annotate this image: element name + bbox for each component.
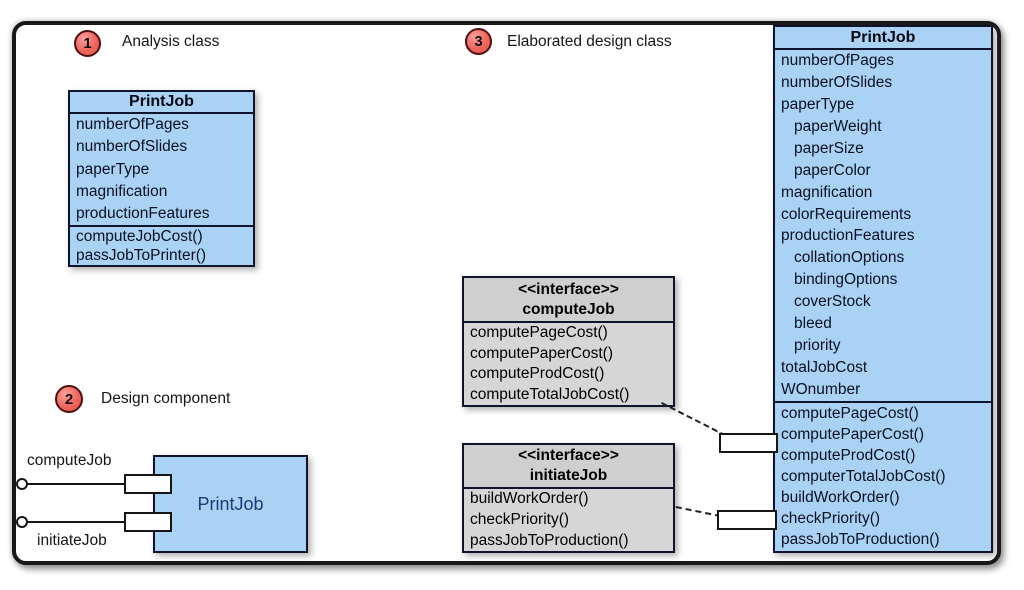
operation-row: computeJobCost() bbox=[76, 227, 203, 245]
attribute-row: paperSize bbox=[794, 139, 864, 157]
initiatejob-interface-box: <<interface>> initiateJob buildWorkOrder… bbox=[462, 443, 675, 553]
design-component-name: PrintJob bbox=[197, 493, 264, 514]
attribute-row: paperType bbox=[76, 160, 150, 178]
analysis-class-attributes: numberOfPages numberOfSlides paperType m… bbox=[70, 114, 253, 225]
attribute-row: colorRequirements bbox=[781, 205, 912, 223]
attribute-row: paperWeight bbox=[794, 117, 882, 135]
elaborated-class-box: PrintJob numberOfPages numberOfSlides pa… bbox=[773, 25, 993, 553]
operation-row: computePageCost() bbox=[470, 324, 608, 342]
callout-1-number: 1 bbox=[83, 35, 92, 52]
analysis-class-box: PrintJob numberOfPages numberOfSlides pa… bbox=[68, 90, 255, 267]
attribute-row: numberOfSlides bbox=[76, 138, 188, 156]
attribute-row: magnification bbox=[76, 182, 168, 200]
attribute-row: magnification bbox=[781, 183, 873, 201]
callout-2-badge: 2 bbox=[55, 385, 83, 413]
interface-name: computeJob bbox=[522, 300, 615, 318]
elaborated-class-title: PrintJob bbox=[775, 27, 991, 50]
attribute-row: bleed bbox=[794, 315, 832, 333]
operation-row: computeTotalJobCost() bbox=[470, 385, 630, 403]
callout-2-number: 2 bbox=[64, 390, 74, 408]
attribute-row: priority bbox=[794, 337, 841, 355]
operation-row: buildWorkOrder() bbox=[781, 489, 900, 507]
computejob-interface-box: <<interface>> computeJob computePageCost… bbox=[462, 276, 675, 407]
class-port-computejob bbox=[719, 433, 778, 453]
operation-row: passJobToProduction() bbox=[781, 531, 940, 549]
interface-name: initiateJob bbox=[529, 467, 608, 484]
attribute-row: numberOfSlides bbox=[781, 73, 893, 91]
callout-1-badge: 1 bbox=[74, 30, 101, 57]
operation-row: computePaperCost() bbox=[781, 425, 925, 443]
callout-3-number: 3 bbox=[474, 33, 483, 50]
attribute-row: coverStock bbox=[794, 293, 871, 311]
attribute-row: productionFeatures bbox=[76, 204, 210, 222]
operation-row: checkPriority() bbox=[470, 511, 570, 528]
interface-line-initiatejob bbox=[27, 521, 125, 523]
analysis-class-operations: computeJobCost() passJobToPrinter() bbox=[70, 225, 253, 265]
callout-1-label: Analysis class bbox=[122, 33, 220, 50]
interface-stereotype: <<interface>> bbox=[518, 280, 619, 298]
attribute-row: productionFeatures bbox=[781, 227, 915, 245]
attribute-row: paperType bbox=[781, 95, 855, 113]
operation-row: checkPriority() bbox=[781, 510, 881, 528]
analysis-class-title: PrintJob bbox=[70, 92, 253, 114]
operation-row: computePageCost() bbox=[781, 404, 919, 422]
attribute-row: totalJobCost bbox=[781, 359, 868, 377]
computejob-interface-operations: computePageCost() computePaperCost() com… bbox=[464, 323, 673, 405]
callout-3-badge: 3 bbox=[465, 28, 492, 55]
component-port-computejob bbox=[124, 474, 172, 494]
initiatejob-interface-operations: buildWorkOrder() checkPriority() passJob… bbox=[464, 489, 673, 551]
elaborated-class-operations: computePageCost() computePaperCost() com… bbox=[775, 401, 991, 551]
operation-row: computeProdCost() bbox=[781, 446, 916, 464]
provided-interface-label-initiatejob: initiateJob bbox=[37, 532, 107, 549]
design-component-box: PrintJob bbox=[153, 455, 308, 553]
attribute-row: WOnumber bbox=[781, 381, 861, 399]
interface-socket-icon bbox=[16, 516, 28, 528]
interface-stereotype: <<interface>> bbox=[518, 447, 619, 464]
operation-row: computerTotalJobCost() bbox=[781, 467, 946, 485]
operation-row: computePaperCost() bbox=[470, 344, 614, 362]
operation-row: passJobToPrinter() bbox=[76, 246, 207, 264]
attribute-row: numberOfPages bbox=[76, 116, 189, 134]
attribute-row: collationOptions bbox=[794, 249, 905, 267]
callout-2-label: Design component bbox=[101, 390, 231, 407]
operation-row: buildWorkOrder() bbox=[470, 490, 589, 508]
attribute-row: paperColor bbox=[794, 161, 871, 179]
operation-row: computeProdCost() bbox=[470, 365, 605, 383]
interface-socket-icon bbox=[16, 478, 28, 490]
class-port-initiatejob bbox=[717, 510, 777, 530]
provided-interface-label-computejob: computeJob bbox=[27, 452, 112, 469]
initiatejob-interface-header: <<interface>> initiateJob bbox=[464, 445, 673, 489]
component-port-initiatejob bbox=[124, 512, 172, 532]
elaborated-class-attributes: numberOfPages numberOfSlides paperType p… bbox=[775, 50, 991, 401]
attribute-row: numberOfPages bbox=[781, 51, 894, 69]
operation-row: passJobToProduction() bbox=[470, 531, 629, 549]
computejob-interface-header: <<interface>> computeJob bbox=[464, 278, 673, 323]
interface-line-computejob bbox=[27, 483, 125, 485]
attribute-row: bindingOptions bbox=[794, 271, 898, 289]
callout-3-label: Elaborated design class bbox=[507, 33, 672, 50]
